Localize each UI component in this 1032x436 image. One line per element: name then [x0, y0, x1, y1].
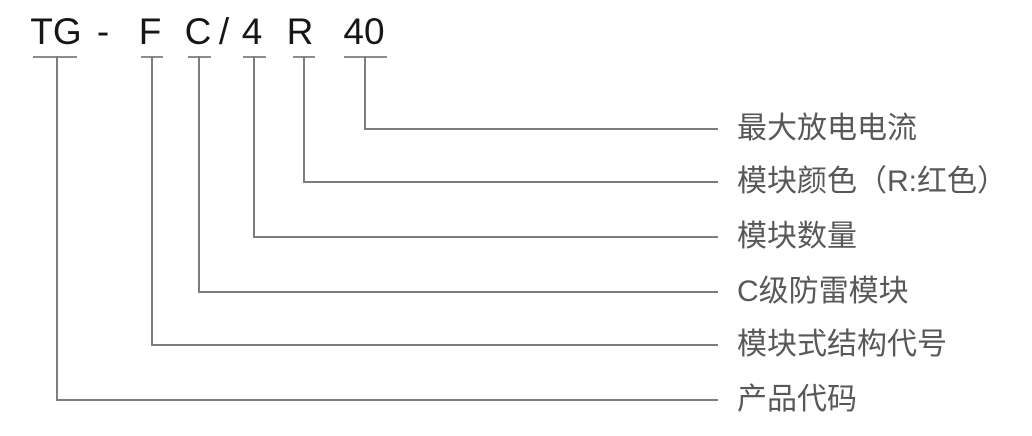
connector-vertical-structure: [151, 56, 153, 346]
connector-vertical-color: [303, 56, 305, 183]
connector-vertical-quantity: [253, 56, 255, 238]
tbar-product: [33, 56, 77, 58]
connector-horizontal-structure: [151, 344, 718, 346]
code-separator-hyphen: -: [96, 11, 110, 52]
code-segment-current: 40: [343, 11, 385, 52]
connector-horizontal-quantity: [253, 236, 718, 238]
label-product-code: 产品代码: [737, 383, 857, 416]
code-segment-structure: F: [138, 11, 162, 52]
connector-horizontal-class: [198, 291, 718, 293]
code-segment-quantity: 4: [241, 11, 263, 52]
label-module-color: 模块颜色（R:红色）: [737, 165, 1007, 198]
label-max-discharge-current: 最大放电电流: [737, 112, 917, 145]
connector-vertical-current: [364, 56, 366, 130]
code-segment-product: TG: [30, 11, 82, 52]
connector-horizontal-color: [303, 181, 718, 183]
connector-vertical-product: [56, 56, 58, 401]
code-segment-color: R: [286, 11, 314, 52]
code-segment-class: C: [184, 11, 212, 52]
connector-horizontal-current: [364, 128, 718, 130]
label-modular-structure-code: 模块式结构代号: [737, 328, 947, 361]
label-module-quantity: 模块数量: [737, 220, 857, 253]
connector-vertical-class: [198, 56, 200, 293]
code-separator-slash: /: [218, 11, 230, 52]
label-class-c-module: C级防雷模块: [737, 275, 909, 308]
connector-horizontal-product: [56, 399, 718, 401]
